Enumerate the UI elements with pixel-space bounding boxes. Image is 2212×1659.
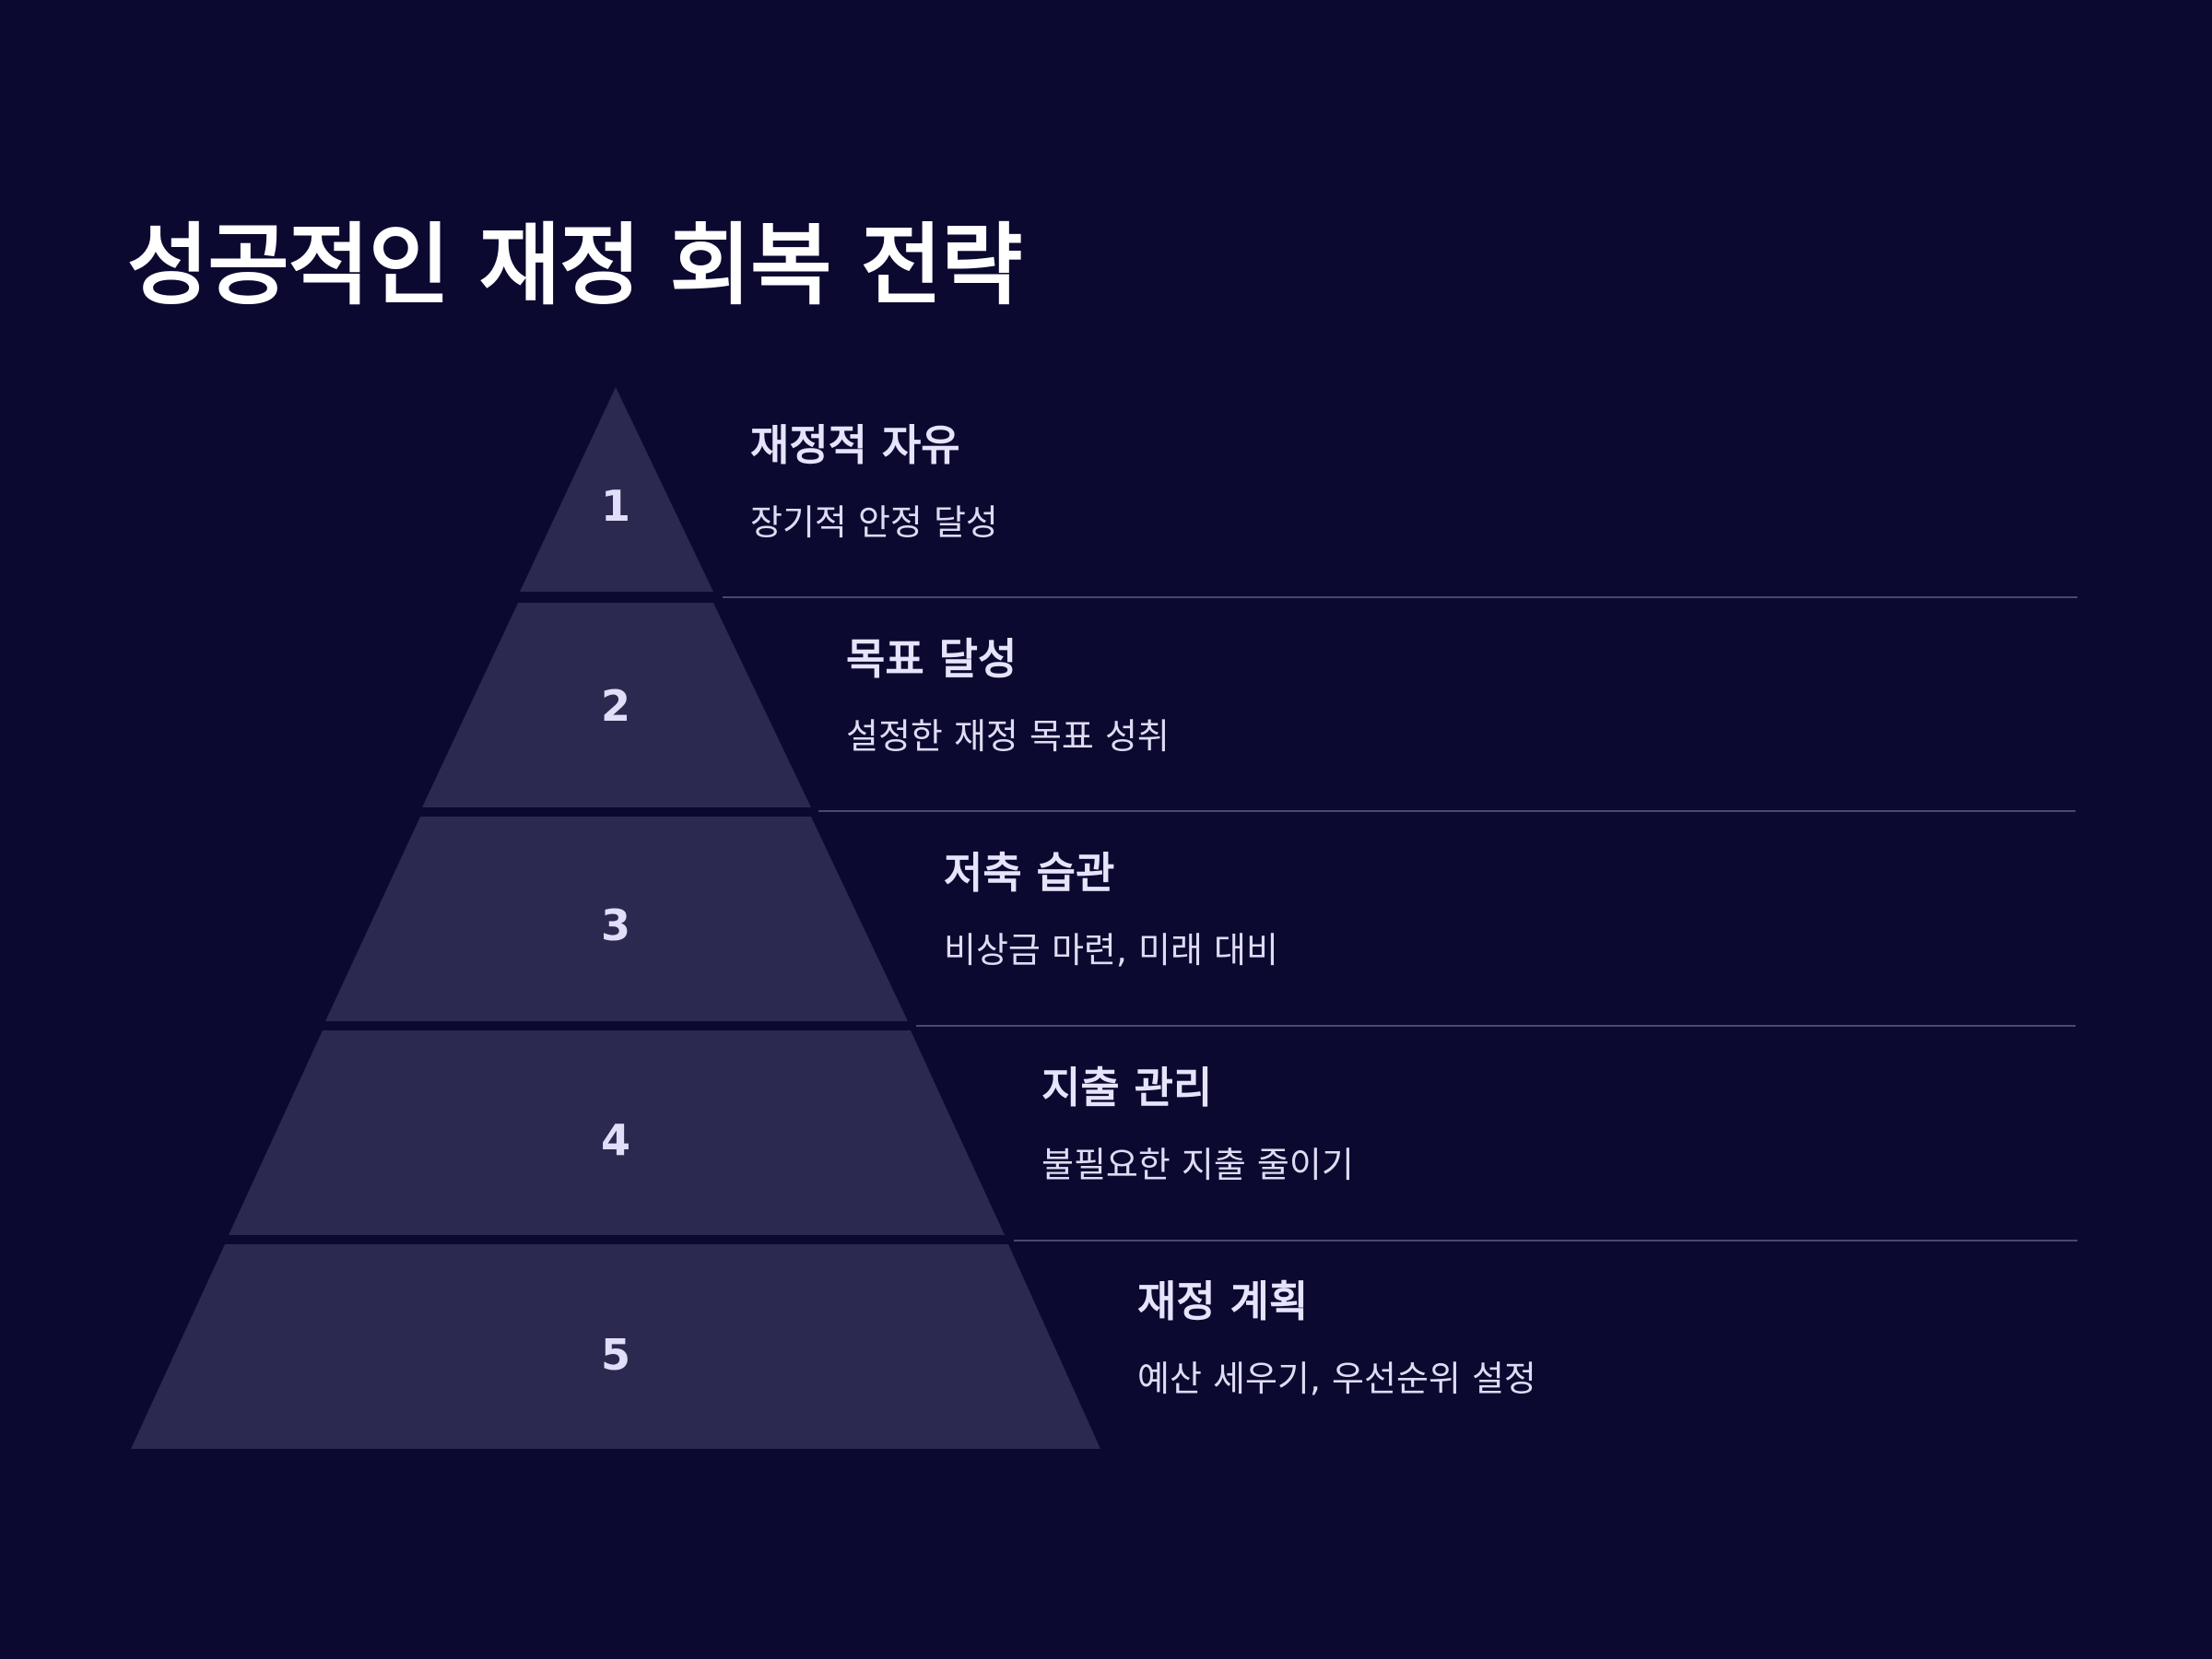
tier-1: 1 bbox=[520, 387, 2077, 598]
tier-2-number: 2 bbox=[601, 681, 630, 731]
tier-4: 4 bbox=[229, 1030, 2077, 1241]
tier-2-text: 목표 달성 설정한 재정 목표 성취 bbox=[846, 634, 1170, 754]
tier-1-heading: 재정적 자유 bbox=[750, 420, 960, 470]
tier-2-description: 설정한 재정 목표 성취 bbox=[846, 716, 1170, 757]
tier-3-text: 저축 습관 비상금 마련, 미래 대비 bbox=[944, 848, 1278, 968]
tier-1-shape bbox=[520, 387, 713, 592]
tier-1-number: 1 bbox=[601, 481, 630, 531]
tier-5: 5 bbox=[131, 1244, 1100, 1449]
tier-3-shape bbox=[325, 817, 908, 1021]
tier-1-description: 장기적 안정 달성 bbox=[750, 502, 998, 543]
tier-3: 3 bbox=[325, 817, 2076, 1027]
tier-3-heading: 저축 습관 bbox=[944, 848, 1115, 898]
tier-4-shape bbox=[229, 1030, 1005, 1235]
tier-2-shape bbox=[422, 603, 811, 807]
tier-5-description: 예산 세우기, 우선순위 설정 bbox=[1137, 1359, 1536, 1399]
tier-5-text: 재정 계획 예산 세우기, 우선순위 설정 bbox=[1137, 1277, 1536, 1396]
tier-4-heading: 지출 관리 bbox=[1041, 1063, 1213, 1112]
tier-5-shape bbox=[131, 1244, 1100, 1449]
tier-4-number: 4 bbox=[601, 1115, 630, 1165]
tier-2-heading: 목표 달성 bbox=[846, 634, 1018, 684]
tier-4-description: 불필요한 지출 줄이기 bbox=[1041, 1145, 1354, 1185]
tier-5-heading: 재정 계획 bbox=[1137, 1277, 1309, 1326]
page-title: 성공적인 재정 회복 전략 bbox=[127, 214, 1022, 317]
tier-5-number: 5 bbox=[601, 1330, 630, 1380]
tier-1-text: 재정적 자유 장기적 안정 달성 bbox=[750, 420, 998, 540]
tier-3-number: 3 bbox=[601, 900, 630, 950]
tier-2: 2 bbox=[422, 603, 2076, 812]
tier-3-description: 비상금 마련, 미래 대비 bbox=[944, 930, 1278, 971]
tier-4-text: 지출 관리 불필요한 지출 줄이기 bbox=[1041, 1063, 1354, 1182]
